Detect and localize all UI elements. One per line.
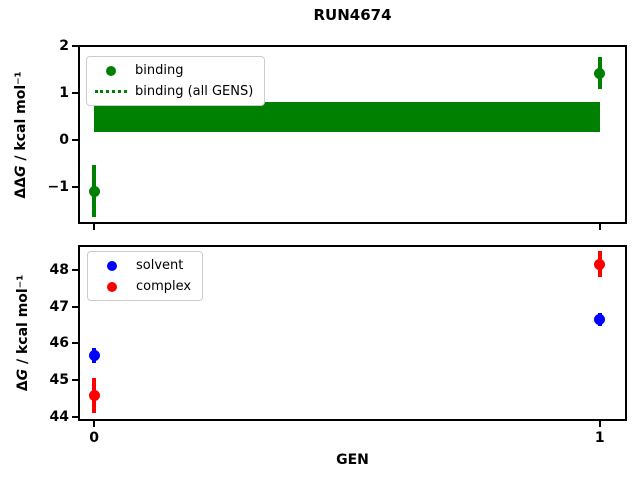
y-tick bbox=[72, 92, 78, 95]
axes-ddG bbox=[78, 45, 627, 224]
binding-point bbox=[594, 67, 606, 79]
legend-ddG: binding binding (all GENS) bbox=[86, 56, 266, 106]
y-tick bbox=[72, 305, 78, 308]
dot-marker-icon bbox=[106, 65, 116, 76]
y-tick bbox=[72, 45, 78, 48]
y-axis-label-ddG: ΔΔG / kcal mol⁻¹ bbox=[13, 71, 29, 198]
legend-dot-icon bbox=[94, 65, 128, 76]
binding-point bbox=[88, 185, 100, 197]
legend-item-label: complex bbox=[136, 279, 192, 294]
y-tick-label: 1 bbox=[59, 85, 69, 102]
axes-dG bbox=[78, 245, 627, 421]
legend-item: solvent bbox=[95, 255, 191, 276]
y-tick bbox=[72, 379, 78, 382]
dotted-line-icon bbox=[95, 90, 127, 93]
y-axis-label-variable: G bbox=[15, 368, 31, 381]
y-axis-label-dG: ΔG / kcal mol⁻¹ bbox=[15, 275, 31, 391]
complex-point bbox=[88, 389, 100, 401]
dot-marker-icon bbox=[107, 260, 117, 271]
legend-item: binding (all GENS) bbox=[94, 81, 253, 102]
y-axis-label-prefix: ΔΔ bbox=[13, 176, 29, 199]
x-tick bbox=[598, 224, 601, 230]
y-tick bbox=[72, 139, 78, 142]
legend-dot-icon bbox=[95, 281, 129, 292]
y-tick bbox=[72, 342, 78, 345]
y-tick bbox=[72, 415, 78, 418]
legend-item-label: binding bbox=[135, 63, 184, 78]
y-axis-label-prefix: Δ bbox=[15, 380, 31, 392]
y-tick-label: 45 bbox=[49, 372, 69, 389]
legend-dG: solvent complex bbox=[87, 251, 204, 301]
x-tick-label: 0 bbox=[89, 430, 100, 446]
solvent-point bbox=[88, 349, 100, 361]
legend-item: binding bbox=[94, 60, 253, 81]
legend-dot-icon bbox=[95, 260, 129, 271]
x-tick bbox=[93, 224, 96, 230]
dot-marker-icon bbox=[107, 281, 117, 292]
x-axis-label: GEN bbox=[336, 452, 369, 468]
figure-title: RUN4674 bbox=[313, 6, 392, 24]
y-tick bbox=[72, 268, 78, 271]
y-tick-label: −1 bbox=[47, 179, 69, 196]
confidence-band-binding-all-gens- bbox=[94, 102, 600, 132]
legend-item-label: binding (all GENS) bbox=[135, 84, 254, 99]
solvent-point bbox=[594, 313, 606, 325]
y-tick-label: 46 bbox=[49, 335, 69, 352]
x-tick bbox=[93, 421, 96, 427]
y-tick-label: 47 bbox=[49, 298, 69, 315]
legend-dotted-line-icon bbox=[94, 90, 128, 93]
legend-item: complex bbox=[95, 276, 191, 297]
y-tick-label: 0 bbox=[59, 132, 69, 149]
complex-point bbox=[594, 258, 606, 270]
x-tick-label: 1 bbox=[594, 430, 605, 446]
y-tick-label: 48 bbox=[49, 261, 69, 278]
y-tick-label: 44 bbox=[49, 408, 69, 425]
y-axis-label-variable: G bbox=[13, 164, 29, 177]
legend-item-label: solvent bbox=[136, 258, 184, 273]
x-tick bbox=[598, 421, 601, 427]
y-axis-label-suffix: / kcal mol⁻¹ bbox=[15, 274, 31, 369]
y-tick-label: 2 bbox=[59, 38, 69, 55]
y-axis-label-suffix: / kcal mol⁻¹ bbox=[13, 70, 29, 165]
y-tick bbox=[72, 186, 78, 189]
